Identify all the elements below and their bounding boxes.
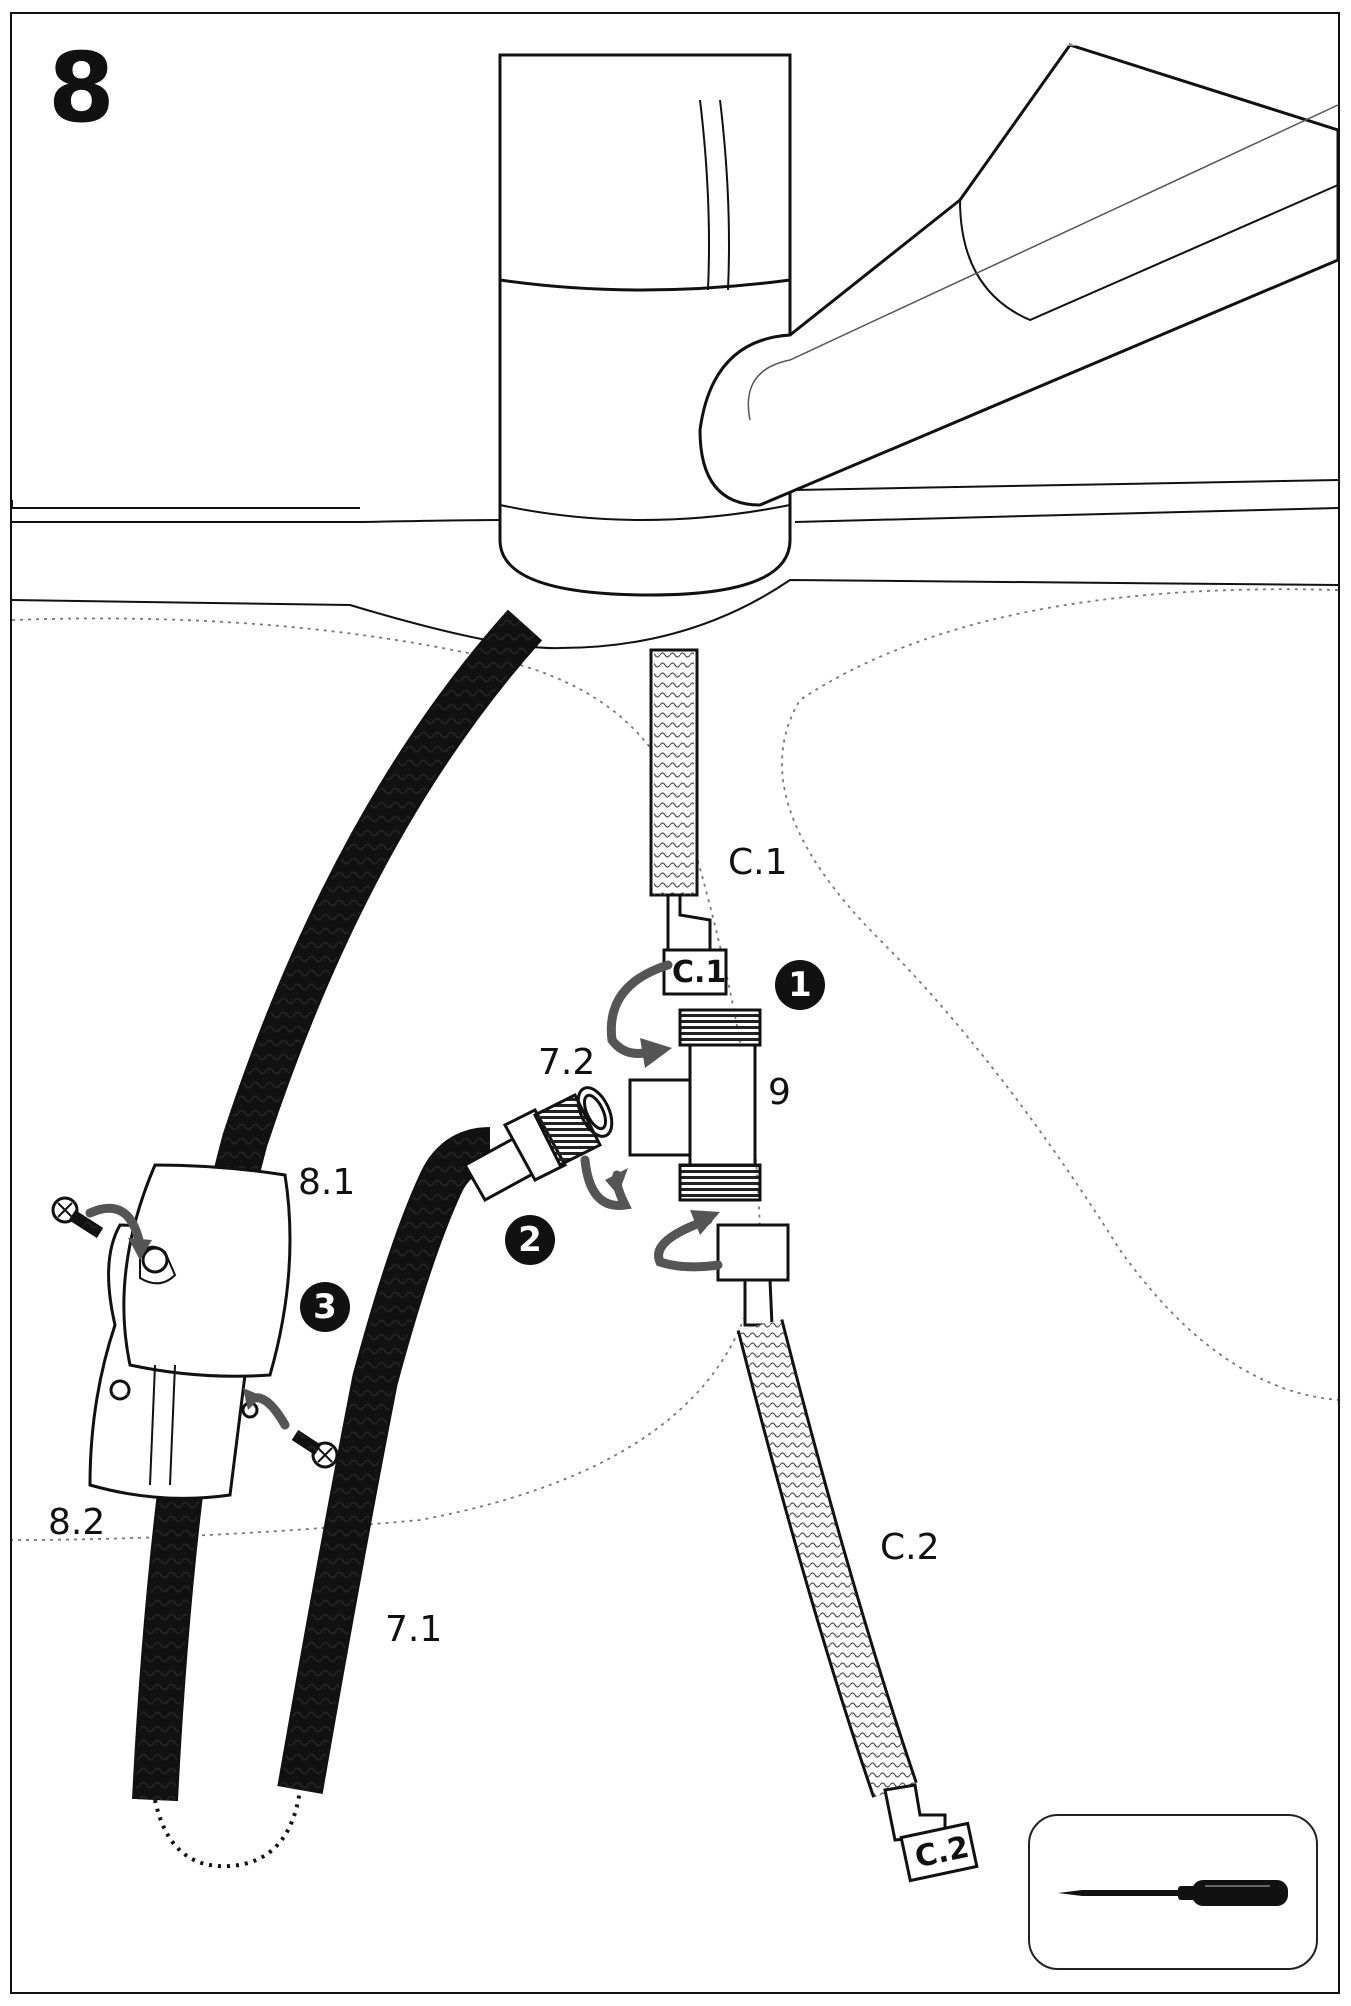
label-tee-9: 9: [768, 1072, 791, 1113]
step-badge-1: 1: [775, 960, 825, 1010]
label-gasket-7-2: 7.2: [538, 1042, 596, 1083]
sink-outline: [11, 588, 1339, 1541]
diagram-frame: [10, 12, 1340, 1994]
label-c1: C.1: [728, 842, 788, 883]
arrow-heads: [128, 1038, 720, 1410]
tee-fitting-9: [628, 1008, 762, 1202]
tool-panel: [1028, 1814, 1318, 1970]
label-clamp-8-1: 8.1: [298, 1162, 356, 1203]
tag-c1: C.1: [672, 955, 727, 990]
hose-7-1: [132, 609, 543, 1869]
screwdriver-icon: [1058, 1880, 1288, 1906]
step-number: 8: [48, 32, 115, 144]
label-clamp-8-2: 8.2: [48, 1502, 106, 1543]
hose-7-1-connector: [462, 1092, 603, 1203]
hose-c2: [716, 1223, 979, 1883]
step-badge-3: 3: [300, 1282, 350, 1332]
hose-c1: [649, 648, 728, 996]
label-hose-7-1: 7.1: [385, 1609, 443, 1650]
screw-upper: [51, 1196, 104, 1239]
screw-lower: [291, 1429, 339, 1469]
countertop: [11, 479, 1339, 650]
faucet: [498, 43, 1340, 597]
step-badge-2: 2: [505, 1215, 555, 1265]
clamp-8: [88, 1163, 292, 1500]
gasket-7-2: [576, 1086, 614, 1138]
label-c2: C.2: [880, 1527, 940, 1568]
